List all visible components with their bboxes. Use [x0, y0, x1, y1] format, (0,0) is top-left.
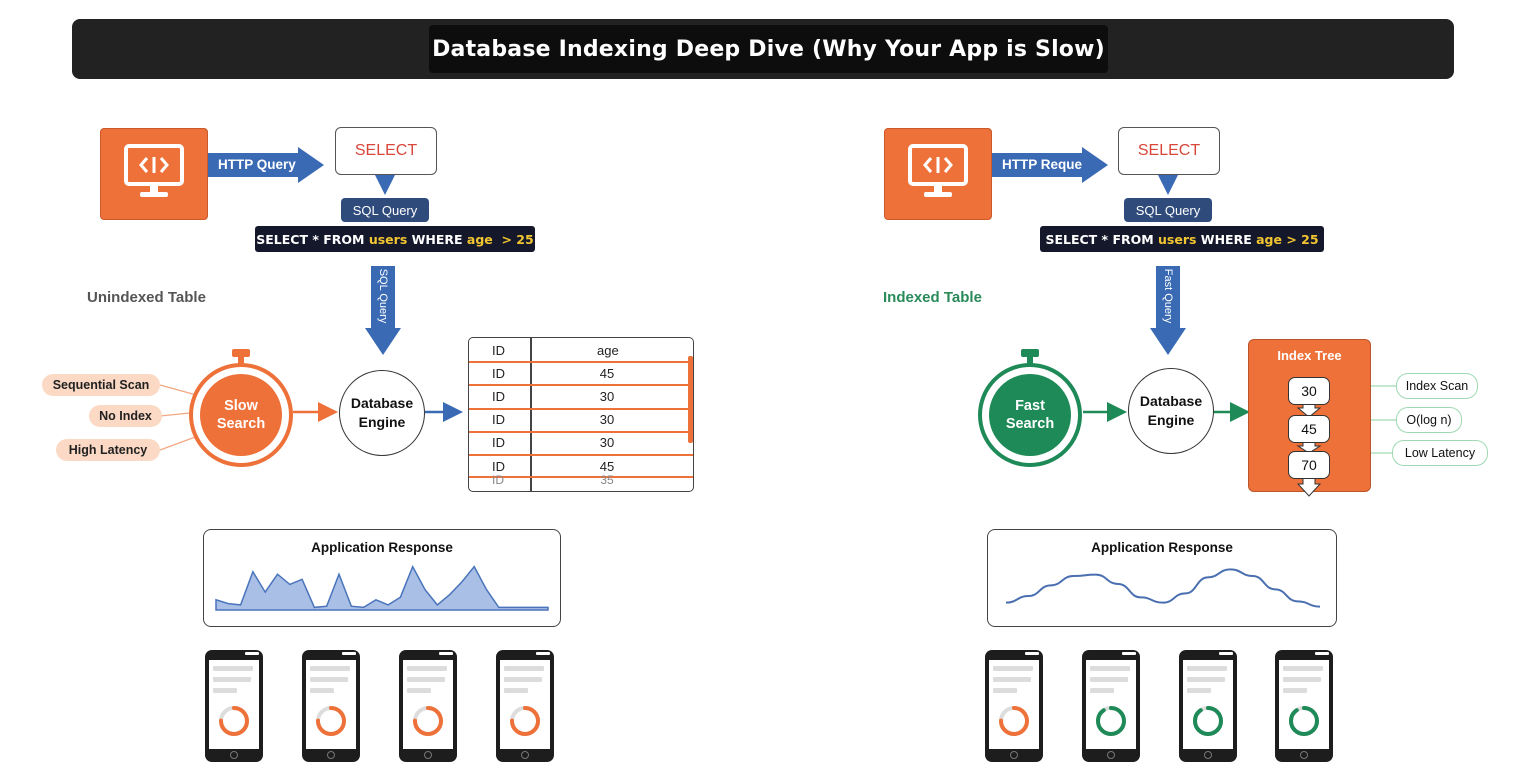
unindexed-table-label: Unindexed Table	[87, 289, 206, 306]
client-app-left	[100, 128, 208, 220]
query-arrow-left	[365, 266, 401, 355]
progress-ring-icon	[219, 706, 249, 736]
stopwatch-icon	[189, 349, 293, 467]
indexed-table-label: Indexed Table	[883, 289, 982, 306]
tag-low-latency: Low Latency	[1392, 440, 1488, 466]
application-response-right: Application Response	[987, 529, 1337, 627]
phone-mockup	[1179, 650, 1237, 762]
sql-statement: SELECT * FROM users WHERE age > 25	[255, 226, 535, 252]
response-chart-right	[1005, 568, 1321, 608]
progress-ring-icon	[999, 706, 1029, 736]
progress-ring-icon	[413, 706, 443, 736]
sql-query-pill: SQL Query	[1124, 198, 1212, 222]
progress-ring-icon	[316, 706, 346, 736]
index-tree-title: Index Tree	[1277, 348, 1342, 363]
http-arrow-left	[206, 147, 324, 183]
tree-node: 70	[1288, 451, 1330, 479]
sql-query-pill: SQL Query	[341, 198, 429, 222]
http-query-label: HTTP Query	[218, 157, 296, 172]
query-arrow-label: SQL Query	[377, 268, 389, 324]
client-app-right	[884, 128, 992, 220]
table-scrollbar[interactable]	[688, 356, 693, 443]
select-box: SELECT	[335, 127, 437, 175]
application-response-left: Application Response	[203, 529, 561, 627]
sql-statement: SELECT * FROM users WHERE age > 25	[1040, 226, 1324, 252]
query-arrow-right	[1150, 266, 1186, 355]
code-monitor-icon	[124, 144, 184, 197]
phone-mockup	[1082, 650, 1140, 762]
response-title: Application Response	[1091, 540, 1233, 555]
page-title: Database Indexing Deep Dive (Why Your Ap…	[429, 25, 1108, 73]
response-chart-left	[215, 564, 549, 611]
phone-mockup	[496, 650, 554, 762]
response-line-series	[1005, 568, 1321, 608]
tree-node: 30	[1288, 377, 1330, 405]
response-title: Application Response	[311, 540, 453, 555]
index-tree: Index Tree 30 45 70	[1248, 339, 1371, 497]
phone-mockup	[205, 650, 263, 762]
progress-ring-icon	[1289, 706, 1319, 736]
tag-sequential-scan: Sequential Scan	[42, 374, 160, 396]
progress-ring-icon	[1193, 706, 1223, 736]
phone-mockup	[302, 650, 360, 762]
query-arrow-label: Fast Query	[1162, 268, 1174, 324]
tag-no-index: No Index	[89, 405, 162, 427]
stopwatch-icon	[978, 349, 1082, 467]
progress-ring-icon	[510, 706, 540, 736]
phone-mockup	[985, 650, 1043, 762]
tag-high-latency: High Latency	[56, 439, 160, 461]
progress-ring-icon	[1096, 706, 1126, 736]
phone-mockup	[1275, 650, 1333, 762]
phone-mockup	[399, 650, 457, 762]
tag-o-log-n: O(log n)	[1396, 407, 1462, 433]
select-box: SELECT	[1118, 127, 1220, 175]
response-area-series	[215, 564, 549, 611]
http-request-label: HTTP Reque	[1002, 157, 1083, 172]
http-arrow-right	[990, 147, 1108, 183]
code-monitor-icon	[908, 144, 968, 197]
tree-node: 45	[1288, 415, 1330, 443]
tree-arrow-icon	[1296, 401, 1322, 497]
tag-index-scan: Index Scan	[1396, 373, 1478, 399]
